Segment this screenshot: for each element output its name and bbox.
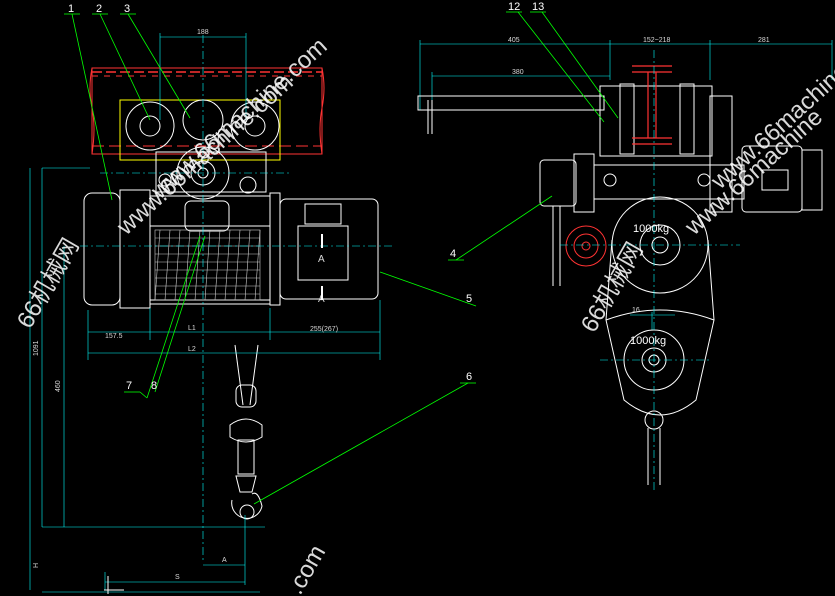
- front-view: 188 L1 L2 157.5 255(267) 460 1091 H A S …: [29, 3, 477, 593]
- load-label-hook: 1000kg: [630, 335, 666, 347]
- balloon-4: 4: [450, 248, 456, 260]
- dim-a: A: [222, 557, 227, 564]
- balloon-6: 6: [466, 371, 472, 383]
- balloon-7: 7: [126, 380, 132, 392]
- balloon-5: 5: [466, 293, 472, 305]
- travel-wheel: [565, 225, 607, 267]
- dim-h: H: [33, 563, 40, 568]
- dim-281: 281: [758, 37, 770, 44]
- watermark-cn-left: 66机械网: [12, 234, 85, 333]
- i-beam-rail: [89, 67, 325, 155]
- rope-winding: [154, 229, 261, 301]
- balloon-8: 8: [151, 380, 157, 392]
- dim-255: 255(267): [310, 326, 338, 333]
- balloon-2: 2: [96, 3, 102, 15]
- balloon-13: 13: [532, 1, 544, 13]
- dim-152-218: 152~218: [643, 37, 671, 44]
- load-label-side: 1000kg: [633, 223, 669, 235]
- side-dimensions: [419, 40, 833, 330]
- side-view: 405 152~218 281 380 16: [417, 1, 833, 490]
- front-dimensions: [29, 33, 381, 593]
- dim-16: 16: [632, 307, 640, 314]
- balloon-12: 12: [508, 1, 520, 13]
- dim-s: S: [175, 574, 180, 581]
- dim-405: 405: [508, 37, 520, 44]
- front-leaders: [64, 13, 477, 505]
- hook-block: [229, 344, 263, 520]
- ucs-icon: [104, 576, 124, 594]
- dim-l2: L2: [188, 346, 196, 353]
- dim-1091: 1091: [33, 340, 40, 356]
- side-center-lines: [560, 50, 740, 490]
- watermark-site-right-top: www.66machine: [679, 103, 828, 241]
- balloon-3: 3: [124, 3, 130, 15]
- i-beam-end: [632, 65, 672, 145]
- watermark-site-bottom: .com: [282, 540, 331, 596]
- hoist-body: [83, 189, 379, 309]
- dim-188: 188: [197, 29, 209, 36]
- dim-460: 460: [55, 380, 62, 392]
- balloon-1: 1: [68, 3, 74, 15]
- center-lines: [80, 35, 395, 560]
- side-leaders: [448, 11, 619, 261]
- section-mark-a-top: A: [318, 254, 325, 265]
- dim-380: 380: [512, 69, 524, 76]
- dim-157: 157.5: [105, 333, 123, 340]
- dim-l1: L1: [188, 325, 196, 332]
